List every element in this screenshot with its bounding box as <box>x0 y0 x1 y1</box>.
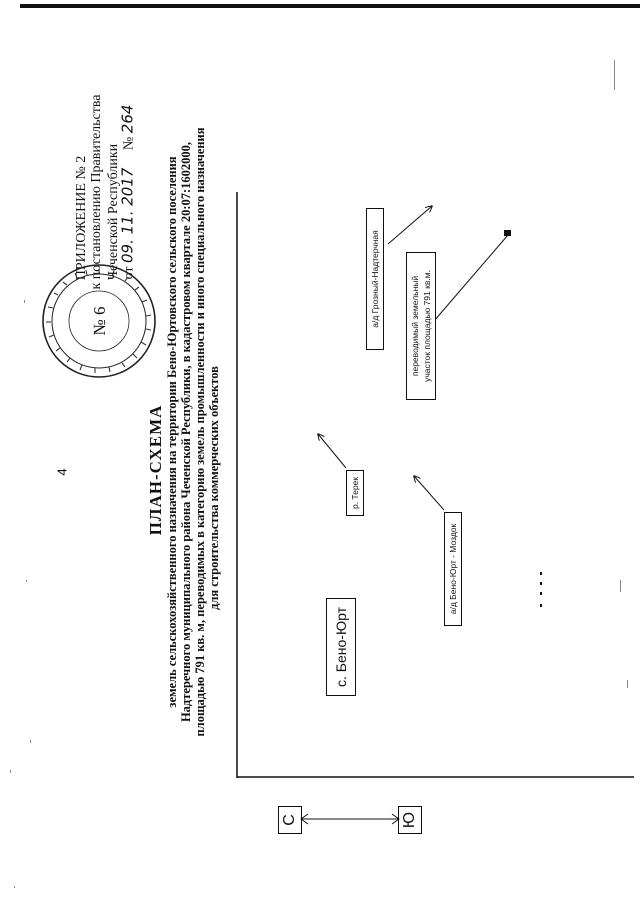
road2-label: а/д Бено-Юрт - Моздок <box>448 523 458 615</box>
seal-number: № 6 <box>90 307 109 336</box>
village-label-box: с. Бено-Юрт <box>326 598 356 696</box>
compass-south-label: Ю <box>401 811 418 829</box>
compass-south-box: Ю <box>398 806 422 834</box>
parcel-label-line1: переводимый земельный <box>410 275 420 377</box>
compass-arrow <box>300 813 400 825</box>
parcel-label-line2: участок площадью 791 кв.м. <box>422 270 432 382</box>
compass-north-box: С <box>278 806 302 834</box>
river-pointer <box>318 434 347 469</box>
river-label: р. Терек <box>350 476 360 510</box>
river-label-box: р. Терек <box>346 470 364 516</box>
road1-label-box: а/д Грозный-Надтерчная <box>366 208 384 350</box>
village-label: с. Бено-Юрт <box>333 607 349 687</box>
road2-pointer <box>414 476 445 511</box>
compass-north-label: С <box>281 814 298 826</box>
parcel-label-box: переводимый земельный участок площадью 7… <box>406 252 436 400</box>
parcel-pointer <box>433 234 509 322</box>
parcel-marker <box>504 230 511 236</box>
top-rule <box>20 4 640 8</box>
road1-pointer <box>387 206 432 245</box>
official-seal: № 6 <box>42 264 156 378</box>
road1-label: а/д Грозный-Надтерчная <box>370 230 380 328</box>
map-frame <box>236 192 634 778</box>
road2-label-box: а/д Бено-Юрт - Моздок <box>444 512 462 626</box>
